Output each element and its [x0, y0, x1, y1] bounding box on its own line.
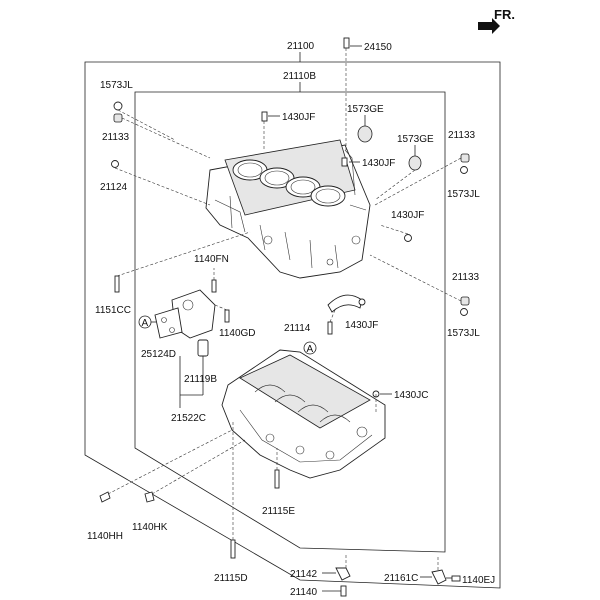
label-21115e: 21115E: [262, 506, 295, 517]
crankcase-boss-2: [295, 445, 305, 455]
bolt-21114: [327, 321, 333, 335]
label-1573jl-b: 1573JL: [447, 189, 480, 200]
cap-1573ge-b: [408, 155, 422, 171]
part-labels: 21100 24150 21110B 1573JL 1430JF 1573GE …: [87, 41, 495, 598]
plug-1573jl-b: [460, 166, 468, 174]
label-1573jl-a: 1573JL: [100, 80, 133, 91]
block-ribs: [214, 195, 339, 269]
label-21110b: 21110B: [283, 71, 316, 82]
plug-21133-b: [460, 153, 470, 163]
bracket-21142: [335, 567, 351, 581]
bracket-21161c: [431, 569, 447, 585]
label-21522c: 21522C: [171, 413, 206, 424]
label-21140: 21140: [290, 587, 318, 598]
block-side-details: [344, 149, 367, 211]
block-boss-1: [351, 235, 361, 245]
front-label: FR.: [494, 7, 515, 22]
reference-marker-a-1: A: [138, 315, 156, 329]
plug-1430jf-b: [341, 157, 348, 167]
crankcase-boss-3: [325, 450, 335, 460]
oil-bracket-assembly: [154, 289, 216, 357]
bolt-1140gd: [224, 309, 230, 323]
label-21114: 21114: [284, 323, 311, 334]
plug-1430jf-a: [261, 111, 268, 122]
bolt-1140hk: [144, 491, 155, 503]
plug-1573jl-a: [113, 101, 123, 111]
bolt-1140ej: [451, 575, 461, 582]
main-bearing-saddles: [254, 384, 351, 423]
reference-marker-a-2: A: [303, 341, 317, 355]
label-21142: 21142: [290, 569, 318, 580]
label-1430jf-c: 1430JF: [391, 210, 424, 221]
label-1430jf-d: 1430JF: [345, 320, 378, 331]
label-1573jl-c: 1573JL: [447, 328, 480, 339]
label-21161c: 21161C: [384, 573, 418, 584]
plug-21133-a: [113, 113, 123, 123]
gasket-hole-1: [161, 317, 167, 323]
label-21133-a: 21133: [102, 132, 130, 143]
label-1430jf-a: 1430JF: [282, 112, 315, 123]
crankcase-boss-1: [265, 433, 275, 443]
plug-1430jf-d: [358, 298, 366, 306]
label-21133-b: 21133: [448, 130, 476, 141]
label-24150: 24150: [364, 42, 392, 53]
bolt-1140hh: [99, 491, 111, 503]
label-1140ej: 1140EJ: [462, 575, 495, 586]
crankcase-top-face: [239, 354, 371, 429]
label-25124d: 25124D: [141, 349, 176, 360]
label-1430jc: 1430JC: [394, 390, 428, 401]
label-1430jf-b: 1430JF: [362, 158, 395, 169]
plug-21133-c: [460, 296, 470, 306]
bracket-port: [182, 299, 194, 311]
bolt-21115e: [274, 469, 280, 489]
marker-a-text: A: [142, 318, 149, 329]
label-1573ge-b: 1573GE: [397, 134, 434, 145]
label-1140gd: 1140GD: [219, 328, 256, 339]
assembly-frame-21100: [84, 61, 501, 589]
bolt-21115d: [230, 539, 236, 559]
bolt-21140: [340, 585, 347, 597]
block-boss-3: [263, 235, 273, 245]
label-1140hh: 1140HH: [87, 531, 123, 542]
label-21133-c: 21133: [452, 272, 480, 283]
bolt-24150: [343, 37, 350, 49]
pin-21124: [111, 160, 119, 168]
leader-lines: [107, 45, 462, 592]
front-arrow-icon: [478, 18, 500, 34]
bolt-1140fn: [211, 279, 217, 293]
cap-1573ge-a: [357, 125, 373, 143]
plug-21119b: [197, 339, 209, 357]
plug-1430jf-c: [404, 234, 412, 242]
front-direction-indicator: FR.: [478, 7, 515, 34]
gasket-hole-2: [169, 327, 175, 333]
crankcase-boss-4: [356, 426, 368, 438]
label-1140fn: 1140FN: [194, 254, 229, 265]
label-21124: 21124: [100, 182, 128, 193]
cylinder-bore-4-inner: [315, 188, 341, 204]
label-21100: 21100: [287, 41, 315, 52]
gasket: [154, 307, 183, 339]
fasteners: [99, 37, 470, 597]
cylinder-bore-3-inner: [290, 179, 316, 195]
crankcase-lower-edge: [239, 409, 373, 463]
plug-1573jl-c: [460, 308, 468, 316]
lower-crankcase: [221, 349, 386, 479]
cylinder-block: [205, 139, 371, 279]
cylinder-bore-1-inner: [237, 162, 263, 178]
label-21119b: 21119B: [184, 374, 217, 385]
bolt-1151cc: [114, 275, 120, 293]
marker-a-text: A: [307, 344, 314, 355]
label-1573ge-a: 1573GE: [347, 104, 384, 115]
bearing-cap: [327, 294, 363, 313]
label-21115d: 21115D: [214, 573, 248, 584]
assembly-frame-21110b: [134, 91, 446, 553]
label-1151cc: 1151CC: [95, 305, 131, 316]
block-boss-2: [326, 258, 334, 266]
label-1140hk: 1140HK: [132, 522, 168, 533]
cylinder-bore-2-inner: [264, 170, 290, 186]
